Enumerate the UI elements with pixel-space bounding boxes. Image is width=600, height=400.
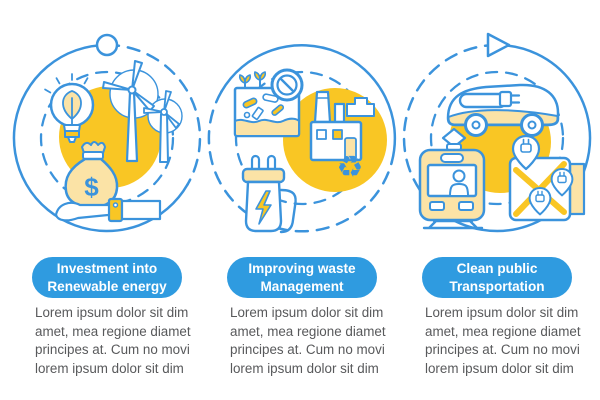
circle-node-marker-icon	[95, 33, 119, 57]
charging-pin-icon	[511, 134, 541, 171]
step-clean-transportation: Clean public Transportation Lorem ipsum …	[402, 0, 592, 400]
charging-pin-icon	[528, 187, 552, 216]
money-bag-icon: $	[64, 141, 119, 209]
renewable-energy-illustration: $	[12, 33, 202, 233]
wind-turbines-icon	[102, 60, 183, 163]
step-renewable-energy: $ Investment into Renewable energy Lorem…	[12, 0, 202, 400]
no-waste-sign-icon	[270, 68, 304, 102]
outer-circle-solid-arc	[220, 44, 397, 164]
recycle-icon: ♻	[337, 150, 364, 185]
outer-circle-solid-arc	[442, 43, 592, 233]
waste-management-illustration: ♻	[207, 44, 397, 234]
hand-icon	[54, 197, 162, 223]
step-description-waste-management: Lorem ipsum dolor sit dim amet, mea regi…	[230, 305, 386, 376]
ev-charger-icon	[241, 154, 297, 234]
step-label-line: Improving waste	[248, 261, 356, 277]
step-description-clean-transportation: Lorem ipsum dolor sit dim amet, mea regi…	[425, 305, 581, 376]
tram-icon	[418, 148, 486, 230]
pantograph-icon	[441, 127, 467, 151]
inner-dashed-circle	[429, 70, 565, 206]
dollar-glyph: $	[84, 172, 99, 202]
step-label-clean-transportation: Clean public Transportation	[422, 257, 572, 298]
step-label-line: Investment into	[56, 261, 158, 277]
step-label-line: Transportation	[449, 278, 545, 294]
charging-map-icon	[508, 134, 586, 222]
step-label-renewable-energy: Investment into Renewable energy	[32, 257, 182, 298]
recycle-glyph: ♻	[337, 150, 364, 185]
step-label-line: Management	[260, 278, 344, 294]
step-label-line: Renewable energy	[47, 278, 167, 294]
play-triangle-marker-icon	[486, 32, 511, 58]
factory-icon	[309, 90, 375, 162]
outer-circle-dashed-arc	[105, 43, 202, 186]
charging-pin-icon	[550, 168, 574, 197]
clean-transportation-illustration	[402, 32, 592, 233]
outer-circle-solid-arc	[12, 43, 189, 233]
step-label-line: Clean public	[456, 261, 538, 277]
step-waste-management: ♻ Improving waste Management Lorem ipsum…	[207, 0, 397, 400]
electric-vehicle-icon	[446, 83, 560, 137]
step-label-waste-management: Improving waste Management	[227, 257, 377, 298]
eco-light-bulb-icon	[44, 73, 95, 143]
step-description-renewable-energy: Lorem ipsum dolor sit dim amet, mea regi…	[35, 305, 191, 376]
